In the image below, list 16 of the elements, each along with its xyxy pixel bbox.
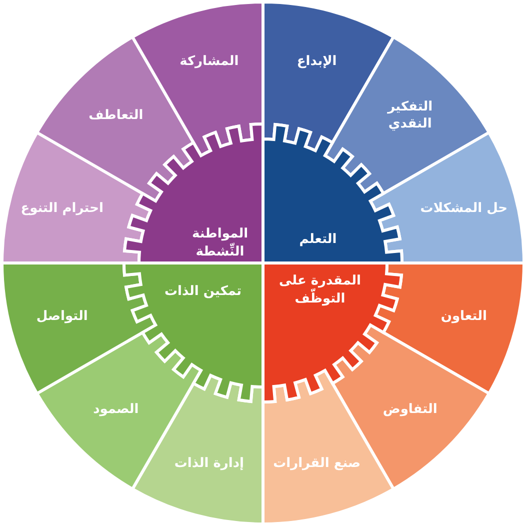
- segment-label: التعلم: [298, 231, 338, 249]
- segment-label: المشاركة: [178, 53, 240, 71]
- segment-label: التواصل: [35, 308, 89, 326]
- segment-label: حل المشكلات: [419, 200, 509, 218]
- segment-label: صنع القرارات: [272, 455, 362, 473]
- segment-label: المواطنة النِّشطة: [190, 225, 250, 261]
- segment-label: التفاوض: [382, 401, 438, 419]
- segment-label: التفكير النقدي: [386, 98, 434, 134]
- segment-label: التعاون: [440, 308, 488, 326]
- segment-label: التعاطف: [88, 107, 144, 125]
- segment-label: إدارة الذات: [173, 455, 245, 473]
- segment-label: الصمود: [92, 401, 140, 419]
- segment-label: الإبداع: [296, 53, 338, 71]
- segment-label: احترام التنوع: [20, 200, 104, 218]
- segment-label: المقدرة على التوظّف: [278, 272, 362, 308]
- segment-label: تمكين الذات: [163, 283, 243, 301]
